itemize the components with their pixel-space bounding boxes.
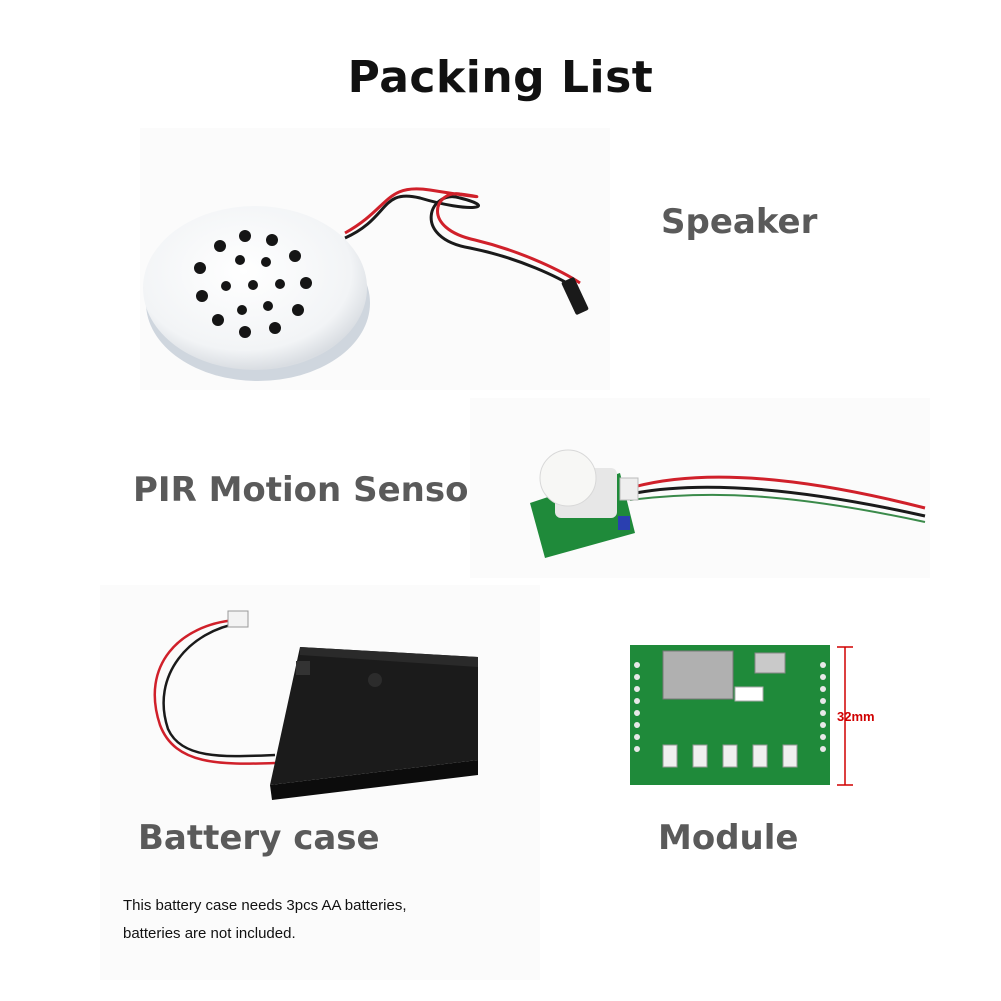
battery-note-line1: This battery case needs 3pcs AA batterie… <box>123 897 407 914</box>
pir-sensor-label: PIR Motion Sensor <box>133 470 486 510</box>
speaker-photo <box>140 128 610 390</box>
module-photo: 32mm <box>585 625 895 820</box>
page-title: Packing List <box>347 52 654 103</box>
module-dimension-label: 32mm <box>837 709 875 724</box>
pir-sensor-photo <box>470 398 930 578</box>
module-label: Module <box>658 818 799 858</box>
battery-note-line2: batteries are not included. <box>123 925 296 942</box>
speaker-label: Speaker <box>661 202 818 242</box>
battery-case-photo <box>100 585 540 980</box>
battery-case-label: Battery case <box>138 818 380 858</box>
